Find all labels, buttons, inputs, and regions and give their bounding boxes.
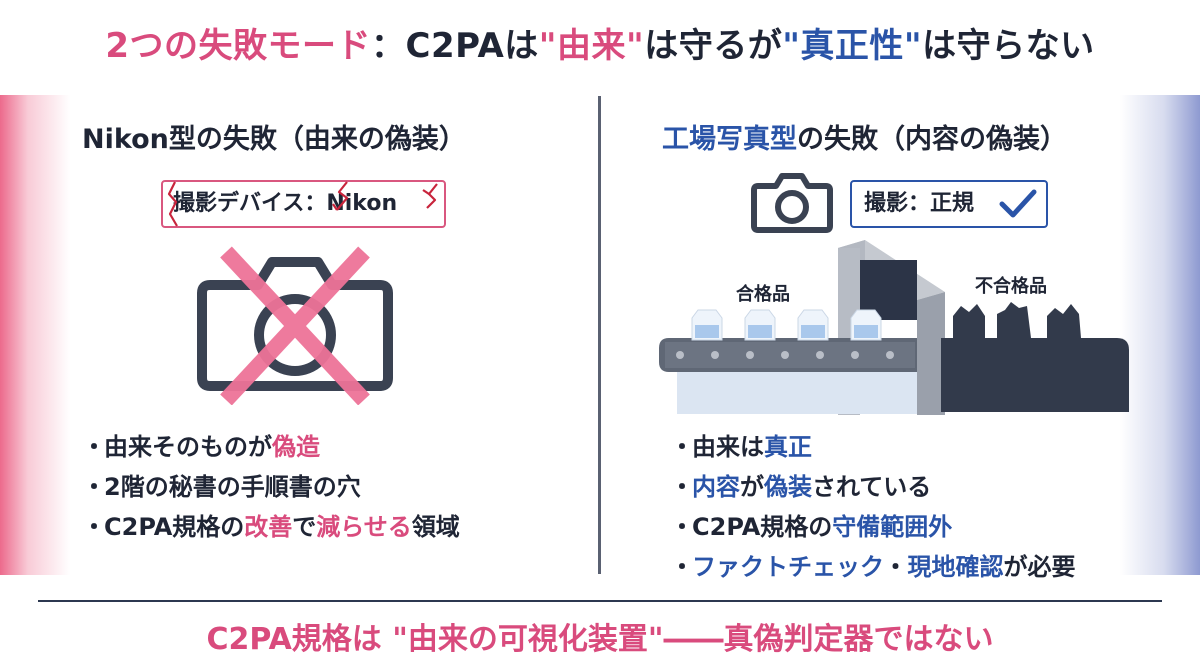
- right-bullet-3-text: C2PA規格の: [692, 513, 833, 541]
- right-bullet-4-separator: ・: [883, 553, 908, 581]
- pass-label: 合格品: [736, 284, 790, 305]
- fail-label: 不合格品: [975, 276, 1047, 297]
- device-metadata-label: 撮影デバイス：Nikon: [161, 180, 446, 228]
- bullet-dot: ・: [82, 433, 106, 461]
- badge-label-text: 撮影：正規: [864, 191, 975, 216]
- right-bullet-2-highlight-content: 内容: [692, 473, 740, 501]
- left-bullet-3-tail: 領域: [411, 513, 460, 541]
- footer-divider: [38, 600, 1162, 602]
- left-bullet-3: ・C2PA規格の改善で減らせる領域: [82, 507, 460, 547]
- right-bullet-1: ・由来は真正: [670, 427, 1076, 467]
- right-bullet-4-highlight-factcheck: ファクトチェック: [692, 553, 884, 581]
- left-bullet-1-text: 由来そのものが: [104, 433, 272, 461]
- page-title: 2つの失敗モード：C2PAは"由来"は守るが"真正性"は守らない: [0, 18, 1200, 67]
- title-provenance: "由来": [538, 26, 645, 66]
- left-heading-failure: の失敗（由来の偽装）: [195, 124, 466, 155]
- left-bullet-1: ・由来そのものが偽造: [82, 427, 460, 467]
- right-bullet-3: ・C2PA規格の守備範囲外: [670, 507, 1076, 547]
- left-bullet-list: ・由来そのものが偽造 ・2階の秘書の手順書の穴 ・C2PA規格の改善で減らせる領…: [82, 427, 460, 547]
- left-bullet-3-particle: で: [292, 513, 317, 541]
- crossed-camera-icon: [197, 246, 393, 405]
- right-bullet-1-highlight: 真正: [764, 433, 812, 461]
- right-bullet-4-tail: が必要: [1003, 553, 1076, 581]
- left-bullet-2-text: 2階の秘書の手順書の穴: [104, 473, 361, 501]
- left-bullet-2: ・2階の秘書の手順書の穴: [82, 467, 460, 507]
- right-bullet-2: ・内容が偽装されている: [670, 467, 1076, 507]
- right-bullet-4: ・ファクトチェック・現地確認が必要: [670, 547, 1076, 587]
- right-panel-title: 工場写真型の失敗（内容の偽装）: [662, 117, 1067, 156]
- title-protects: は守るが: [644, 26, 783, 66]
- crack-icon: [167, 181, 438, 227]
- right-heading-failure: の失敗（内容の偽装）: [797, 124, 1067, 155]
- title-c2pa: ：C2PAは: [371, 26, 539, 66]
- bullet-dot: ・: [670, 433, 694, 461]
- right-bullet-1-text: 由来は: [692, 433, 764, 461]
- left-panel-title: Nikon型の失敗（由来の偽装）: [82, 117, 466, 156]
- right-gradient-edge: [1120, 95, 1200, 575]
- right-bullet-3-highlight: 守備範囲外: [832, 513, 953, 541]
- bullet-dot: ・: [82, 513, 106, 541]
- title-does-not-protect: は守らない: [922, 26, 1095, 66]
- right-bullet-2-tail: されている: [812, 473, 932, 501]
- footer-statement: C2PA規格は "由来の可視化装置"――真偽判定器ではない: [206, 622, 994, 657]
- right-heading-type: 工場写真型: [662, 124, 797, 155]
- device-label-text: 撮影デバイス：Nikon: [173, 191, 398, 216]
- left-bullet-1-highlight: 偽造: [272, 433, 320, 461]
- left-heading-type: Nikon型: [82, 124, 196, 155]
- bullet-dot: ・: [670, 473, 694, 501]
- bullet-dot: ・: [670, 553, 694, 581]
- title-failure-modes: 2つの失敗モード: [105, 26, 372, 66]
- left-bullet-3-text: C2PA規格の: [104, 513, 245, 541]
- left-gradient-edge: [0, 95, 70, 575]
- left-bullet-3-highlight-reduce: 減らせる: [316, 513, 412, 541]
- center-divider: [598, 96, 601, 574]
- right-bullet-4-highlight-onsite: 現地確認: [907, 553, 1004, 581]
- conveyor-belt-icon: [659, 240, 1129, 415]
- checkmark-icon: [999, 189, 1037, 218]
- title-authenticity: "真正性": [782, 26, 923, 66]
- bullet-dot: ・: [670, 513, 694, 541]
- bullet-dot: ・: [82, 473, 106, 501]
- right-bullet-2-highlight-disguise: 偽装: [764, 473, 812, 501]
- left-bullet-3-highlight-improve: 改善: [244, 513, 293, 541]
- camera-icon: [751, 173, 833, 233]
- right-bullet-2-particle: が: [740, 473, 764, 501]
- right-bullet-list: ・由来は真正 ・内容が偽装されている ・C2PA規格の守備範囲外 ・ファクトチェ…: [670, 427, 1076, 587]
- capture-legit-badge: 撮影：正規: [850, 180, 1048, 228]
